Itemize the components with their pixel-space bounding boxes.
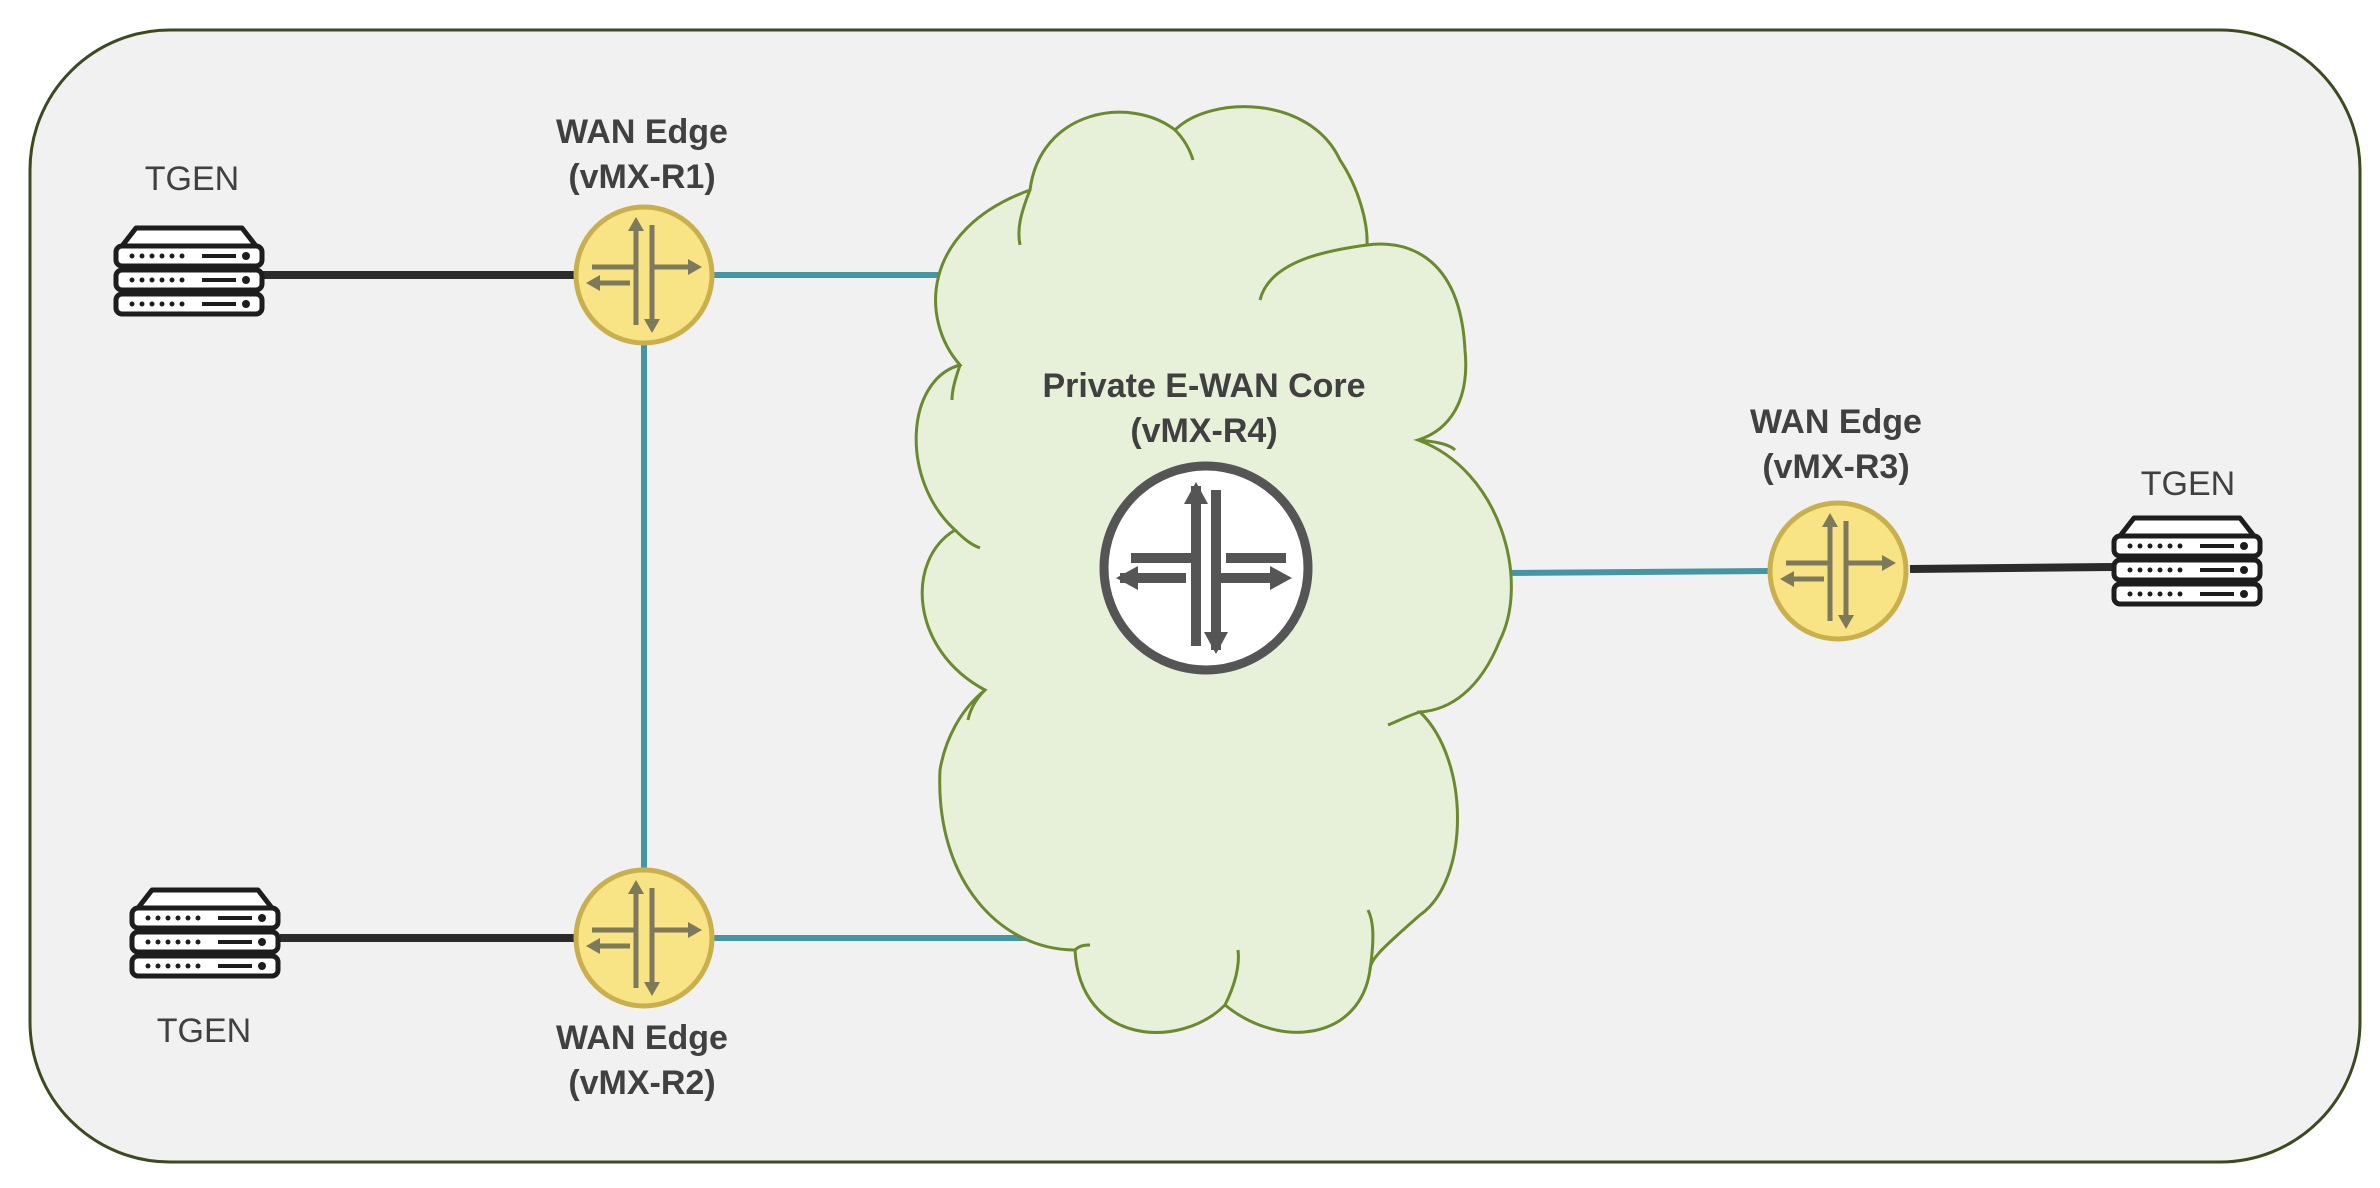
- server-icon: [2111, 515, 2263, 607]
- router-icon: [573, 867, 715, 1009]
- router-icon: [1767, 500, 1909, 642]
- r3-subtitle: (vMX-R3): [1762, 448, 1909, 486]
- edge-router-r1[interactable]: [573, 204, 715, 346]
- router-arrows-icon: [586, 217, 702, 333]
- r4-title: Private E-WAN Core: [1042, 367, 1365, 405]
- tgen-3[interactable]: [2111, 515, 2263, 607]
- core-router-r4[interactable]: [1099, 461, 1313, 675]
- router-arrows-icon: [586, 880, 702, 996]
- router-arrows-icon: [1780, 513, 1896, 629]
- r1-subtitle: (vMX-R1): [568, 158, 715, 196]
- r1-title: WAN Edge: [556, 113, 728, 151]
- edge-router-r2[interactable]: [573, 867, 715, 1009]
- router-icon: [1099, 461, 1313, 675]
- tgen3-label: TGEN: [2141, 465, 2235, 503]
- access-links: [262, 271, 2113, 942]
- r4-subtitle: (vMX-R4): [1130, 412, 1277, 450]
- tgen-1[interactable]: [113, 225, 265, 317]
- traffic-generators: [113, 225, 2263, 979]
- r3-title: WAN Edge: [1750, 403, 1922, 441]
- edge-router-r3[interactable]: [1767, 500, 1909, 642]
- labels: WAN Edge (vMX-R1) WAN Edge (vMX-R2) WAN …: [145, 113, 2235, 1102]
- link-r4-r3: [1499, 568, 1771, 576]
- tgen-2[interactable]: [129, 887, 281, 979]
- r2-subtitle: (vMX-R2): [568, 1064, 715, 1102]
- r2-title: WAN Edge: [556, 1019, 728, 1057]
- tgen1-label: TGEN: [145, 160, 239, 198]
- server-icon: [113, 225, 265, 317]
- router-icon: [573, 204, 715, 346]
- router-arrows-icon: [1116, 482, 1292, 654]
- edge-routers: [573, 204, 1909, 1009]
- core-links: [641, 272, 1771, 941]
- tgen2-label: TGEN: [157, 1012, 251, 1050]
- server-icon: [129, 887, 281, 979]
- link-r3-tgen3: [1909, 563, 2113, 573]
